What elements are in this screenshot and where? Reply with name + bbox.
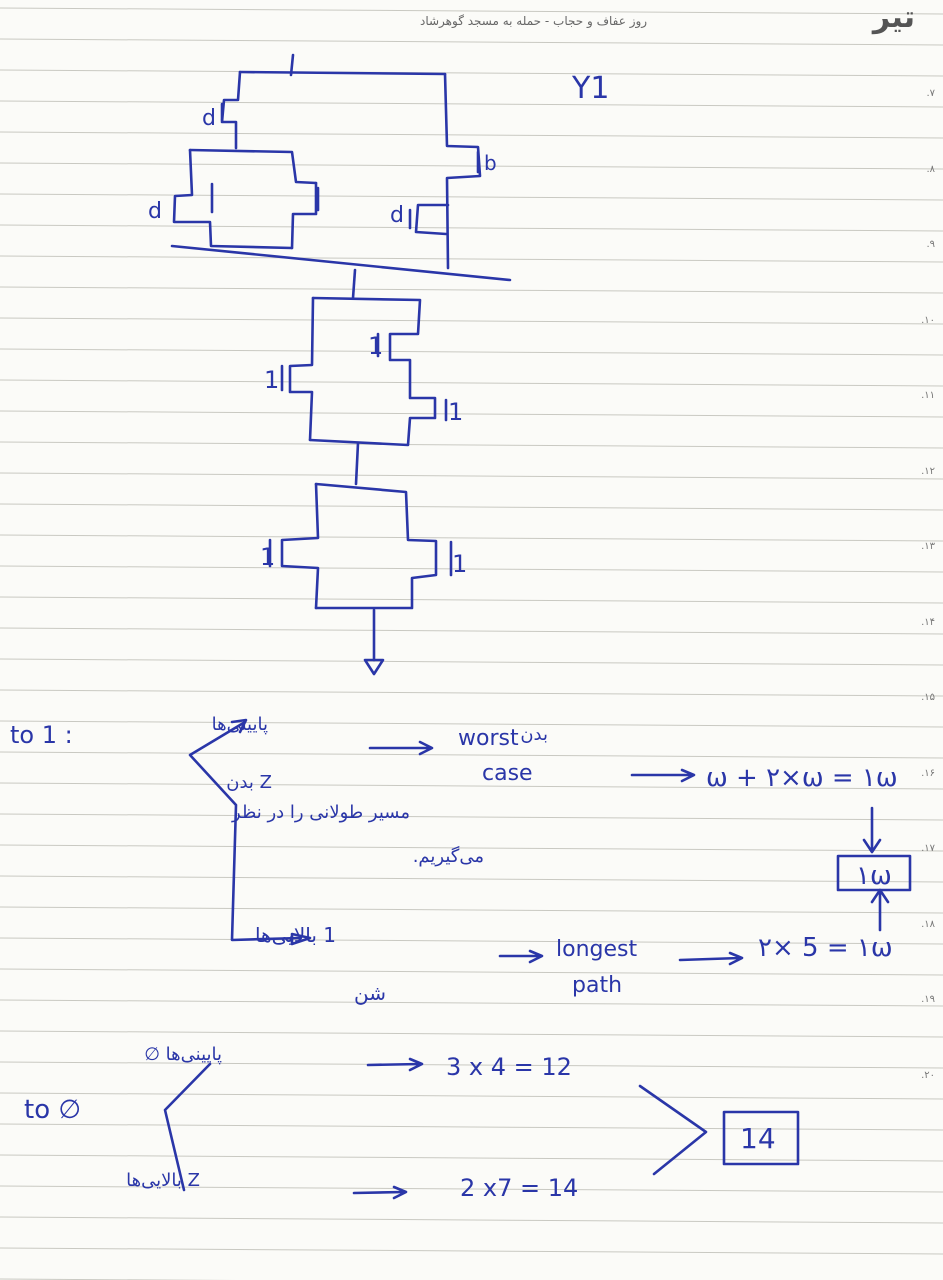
ruled-line bbox=[0, 534, 943, 542]
to-zero-label: to ∅ bbox=[24, 1095, 81, 1125]
ruled-line bbox=[0, 751, 943, 759]
to-one-lower-sub-fa: شن bbox=[354, 981, 386, 1005]
to-one-upper-sub-fa: Z بدن bbox=[226, 772, 272, 793]
to-zero-lower-fa: Z بالایی‌ها bbox=[126, 1170, 200, 1191]
line-number: .۲۰ bbox=[921, 1069, 935, 1081]
ruled-line bbox=[0, 627, 943, 635]
to-zero-result-box bbox=[722, 1110, 800, 1166]
ruled-line bbox=[0, 379, 943, 387]
ruled-line bbox=[0, 658, 943, 666]
to-one-lower-fa: 1 بالایی‌ها bbox=[255, 923, 336, 947]
line-number: .۱۴ bbox=[921, 616, 935, 628]
nmos-label-1: 1 bbox=[368, 332, 383, 360]
line-number: .۹ bbox=[926, 239, 935, 250]
to-zero-formula-up: 3 x 4 = 12 bbox=[446, 1053, 572, 1081]
ruled-line bbox=[0, 410, 943, 418]
ruled-line bbox=[0, 782, 943, 790]
line-number: .۷ bbox=[926, 88, 935, 99]
ruled-lines bbox=[0, 7, 943, 1280]
to-one-desc2-fa: می‌گیریم. bbox=[413, 845, 484, 867]
ruled-line bbox=[0, 69, 943, 77]
nmos-label-2: 1 bbox=[264, 366, 279, 394]
line-number: .۱۳ bbox=[921, 541, 935, 552]
ruled-line bbox=[0, 131, 943, 139]
header-caption: روز عفاف و حجاب - حمله به مسجد گوهرشاد bbox=[420, 14, 648, 28]
ruled-line bbox=[0, 844, 943, 852]
pmos-label-b: b bbox=[484, 151, 497, 175]
ruled-line bbox=[0, 348, 943, 356]
path-text: path bbox=[572, 973, 622, 998]
ruled-line bbox=[0, 317, 943, 325]
to-zero-branch-lines bbox=[163, 1062, 212, 1192]
pmos-label-d1: d bbox=[202, 106, 216, 131]
to-one-formula: ω + ۲×ω = ۱ω bbox=[706, 763, 898, 793]
ruled-line bbox=[0, 1216, 943, 1224]
longest-text: longest bbox=[556, 937, 637, 962]
ruled-line bbox=[0, 906, 943, 914]
to-zero-merge-lines bbox=[638, 1084, 708, 1176]
line-number: .۱۹ bbox=[921, 994, 935, 1005]
ruled-line bbox=[0, 193, 943, 201]
pmos-network bbox=[170, 53, 512, 282]
ruled-line bbox=[0, 689, 943, 697]
line-number: .۸ bbox=[926, 163, 935, 175]
to-one-label: to 1 : bbox=[10, 721, 73, 749]
ruled-line bbox=[0, 100, 943, 108]
ruled-line bbox=[0, 813, 943, 821]
ruled-line bbox=[0, 1185, 943, 1193]
ruled-line bbox=[0, 937, 943, 945]
line-number: .۱۲ bbox=[921, 465, 935, 477]
line-number: .۱۶ bbox=[921, 767, 935, 779]
ruled-line bbox=[0, 596, 943, 604]
line-number: .۱۷ bbox=[921, 843, 935, 854]
to-zero-formula-down: 2 x7 = 14 bbox=[460, 1174, 578, 1202]
ruled-line bbox=[0, 1092, 943, 1100]
ruled-line bbox=[0, 1154, 943, 1162]
ruled-line bbox=[0, 224, 943, 232]
worst-fa: بدن bbox=[520, 724, 548, 745]
pmos-label-d3: d bbox=[390, 203, 404, 228]
to-one-result: ۱ω bbox=[856, 861, 892, 891]
ruled-line bbox=[0, 7, 943, 15]
nmos-label-5: 1 bbox=[452, 550, 467, 578]
circuit-title: Y1 bbox=[571, 71, 609, 106]
to-one-result-box bbox=[836, 854, 912, 892]
line-number: .۱۱ bbox=[921, 390, 935, 401]
to-one-upper-fa: پایینی‌ها bbox=[212, 714, 268, 735]
line-number: .۱۵ bbox=[921, 692, 935, 703]
ruled-line bbox=[0, 255, 943, 263]
line-number: .۱۰ bbox=[921, 314, 935, 326]
ruled-line bbox=[0, 1123, 943, 1131]
ruled-line bbox=[0, 441, 943, 449]
ruled-line bbox=[0, 286, 943, 294]
ruled-line bbox=[0, 565, 943, 573]
nmos-label-3: 1 bbox=[448, 398, 463, 426]
ruled-line bbox=[0, 875, 943, 883]
line-number: .۱۸ bbox=[921, 918, 935, 930]
ruled-line bbox=[0, 38, 943, 46]
ruled-line bbox=[0, 1061, 943, 1069]
worst-text: worst bbox=[458, 726, 519, 751]
ruled-line bbox=[0, 1030, 943, 1038]
ruled-line bbox=[0, 720, 943, 728]
pmos-label-d2: d bbox=[148, 199, 162, 224]
ruled-line bbox=[0, 999, 943, 1007]
case-text: case bbox=[482, 761, 533, 786]
nmos-network bbox=[268, 268, 453, 676]
to-one-branch-lines bbox=[188, 720, 302, 942]
nmos-label-4: 1 bbox=[260, 543, 275, 571]
to-one-desc-fa: مسیر طولانی را در نظر bbox=[231, 802, 410, 823]
to-zero-result: 14 bbox=[740, 1122, 776, 1155]
ruled-line bbox=[0, 1247, 943, 1255]
ruled-line bbox=[0, 503, 943, 511]
ruled-line bbox=[0, 472, 943, 480]
to-zero-upper-fa: پایینی‌ها ∅ bbox=[144, 1044, 222, 1065]
ruled-line bbox=[0, 968, 943, 976]
brand-mark: تیر bbox=[872, 0, 915, 35]
to-one-formula2: ۲× 5 = ۱ω bbox=[758, 933, 893, 963]
ruled-line bbox=[0, 162, 943, 170]
